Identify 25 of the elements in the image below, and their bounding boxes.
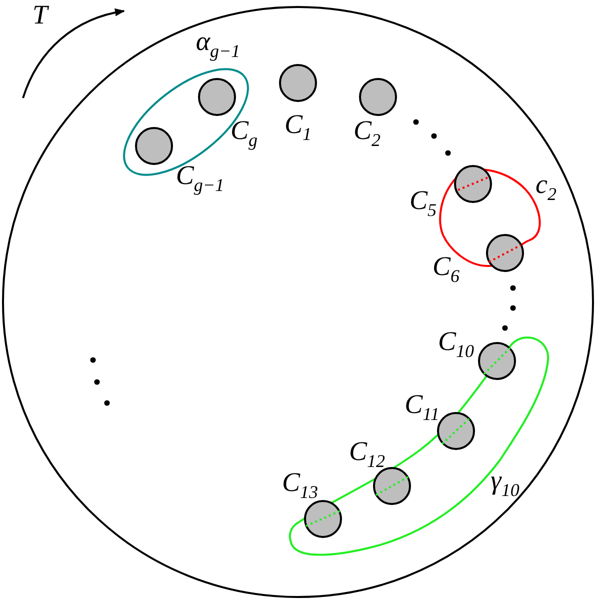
hole-circle <box>198 78 236 116</box>
hole-label: C$_{2}$ <box>354 117 380 149</box>
hole-label: C$_{10}$ <box>438 328 474 360</box>
hole-circle <box>304 500 342 538</box>
hole-label: C$_{11}$ <box>404 391 440 423</box>
hole-label: C$_{6}$ <box>432 253 460 285</box>
hole-circle <box>135 127 173 165</box>
hole-circle <box>478 342 516 380</box>
curve-label: c$_{2}$ <box>536 171 556 203</box>
hole-circle <box>373 467 411 505</box>
hole-label: C$_{12}$ <box>349 438 385 470</box>
hole-circle <box>279 64 317 102</box>
hole-label: C$_{13}$ <box>282 469 318 501</box>
curve-label: α$_{g−1}$ <box>196 28 240 60</box>
hole-circle <box>359 78 397 116</box>
hole-circle <box>486 234 524 272</box>
hole-label: C$_{5}$ <box>410 187 436 219</box>
disk-boundary <box>2 6 594 598</box>
hole-label: C$_{g−1}$ <box>176 162 224 194</box>
curve-label: γ$_{10}$ <box>490 467 520 499</box>
hole-circle <box>437 412 475 450</box>
direction-label: T <box>32 2 48 28</box>
hole-label: C$_{g}$ <box>230 117 258 149</box>
hole-label: C$_{1}$ <box>284 111 312 143</box>
hole-circle <box>454 165 492 203</box>
